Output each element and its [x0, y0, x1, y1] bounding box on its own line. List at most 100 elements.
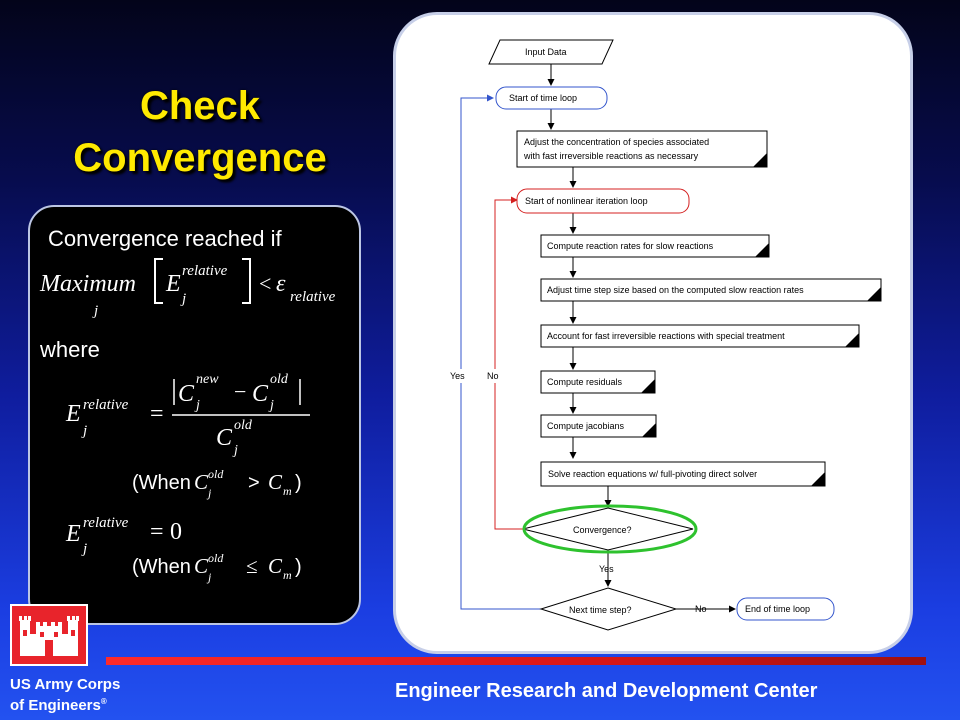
compute-jacobians-label: Compute jacobians	[547, 421, 625, 431]
convergence-criteria-panel: Convergence reached if Maximum j E relat…	[28, 205, 361, 625]
footer-red-bar	[106, 657, 926, 665]
end-time-loop-label: End of time loop	[745, 604, 810, 614]
start-iteration-loop-shape	[516, 188, 690, 214]
org-line-1: US Army Corps	[10, 676, 121, 693]
when-2-c-superscript: old	[208, 551, 224, 565]
e-symbol-1: E	[165, 271, 181, 297]
yes-left-label: Yes	[450, 371, 465, 381]
input-data-label: Input Data	[525, 47, 567, 57]
no-left-bg	[484, 369, 506, 383]
adjust-concentration-corner	[753, 153, 767, 167]
usace-castle-logo	[10, 604, 88, 666]
when-2-cm-subscript: m	[283, 568, 292, 582]
e-symbol-3: E	[65, 521, 81, 547]
less-than: <	[259, 271, 271, 296]
criteria-heading: Convergence reached if	[48, 226, 282, 251]
no-loop-line	[494, 196, 523, 530]
yes-below-label: Yes	[599, 564, 614, 574]
e1-superscript: relative	[182, 263, 228, 279]
solve-equations-label: Solve reaction equations w/ full-pivotin…	[548, 469, 757, 479]
epsilon: ε	[276, 271, 286, 297]
when-2-cm: C	[268, 554, 283, 578]
compute-residuals-label: Compute residuals	[547, 377, 623, 387]
erdc-footer-text: Engineer Research and Development Center	[395, 680, 818, 702]
end-time-loop-shape	[736, 597, 835, 621]
when-1-c-superscript: old	[208, 467, 224, 481]
equations-svg: Convergence reached if Maximum j E relat…	[39, 226, 336, 584]
when-2-open: (When	[132, 556, 191, 578]
compute-jacobians-corner	[642, 423, 656, 437]
input-data-shape	[488, 39, 614, 65]
slide-title: Check Convergence	[40, 80, 360, 184]
c-new-superscript: new	[196, 372, 219, 387]
registered-mark: ®	[100, 697, 107, 706]
title-line-1: Check	[139, 84, 261, 128]
no-left-label: No	[487, 371, 499, 381]
adjust-concentration-box	[516, 130, 768, 168]
yes-loop-line	[460, 94, 541, 610]
e1-subscript: j	[180, 291, 186, 307]
title-line-2: Convergence	[73, 136, 327, 180]
solve-equations-box	[540, 461, 826, 487]
left-bracket	[154, 258, 163, 304]
e3-superscript: relative	[83, 515, 129, 531]
compute-residuals-corner	[641, 379, 655, 393]
castle-icon	[19, 616, 79, 656]
when-1-close: )	[295, 472, 302, 494]
adjust-step-label: Adjust time step size based on the compu…	[547, 285, 804, 295]
c-old-top-superscript: old	[270, 372, 289, 387]
adjust-concentration-line1: Adjust the concentration of species asso…	[524, 137, 709, 147]
e3-subscript: j	[81, 541, 87, 557]
e2-superscript: relative	[83, 397, 129, 413]
usace-wordmark: US Army Corps of Engineers®	[10, 676, 120, 714]
convergence-highlight-ellipse	[522, 504, 698, 554]
start-time-loop-shape	[495, 86, 608, 110]
c-old-top: C	[252, 381, 269, 407]
next-step-label: Next time step?	[569, 605, 632, 615]
c-new-subscript: j	[194, 398, 200, 413]
next-step-diamond	[539, 587, 678, 631]
adjust-concentration-line2: with fast irreversible reactions as nece…	[523, 151, 699, 161]
greater-than: >	[248, 472, 260, 494]
right-bracket	[242, 258, 251, 304]
maximum-text: Maximum	[39, 271, 136, 297]
compute-rates-label: Compute reaction rates for slow reaction…	[547, 241, 714, 251]
e2-subscript: j	[81, 423, 87, 439]
equals-1: =	[150, 401, 164, 427]
start-iteration-loop-label: Start of nonlinear iteration loop	[525, 196, 648, 206]
adjust-step-corner	[867, 287, 881, 301]
start-time-loop-label: Start of time loop	[509, 93, 577, 103]
when-1-c-subscript: j	[206, 486, 212, 500]
convergence-diamond	[522, 507, 694, 551]
account-fast-label: Account for fast irreversible reactions …	[547, 331, 785, 341]
c-old-bottom-subscript: j	[232, 443, 238, 458]
yes-left-bg	[447, 369, 473, 383]
solve-equations-corner	[811, 472, 825, 486]
flowchart-svg: Input Data Start of time loop Adjust the…	[447, 39, 882, 631]
equals-2: =	[150, 519, 164, 545]
where-label: where	[39, 337, 100, 362]
when-2-c: C	[194, 554, 209, 578]
when-2-close: )	[295, 556, 302, 578]
zero: 0	[170, 519, 182, 545]
less-or-equal: ≤	[246, 554, 258, 578]
maximum-sub-j: j	[92, 303, 98, 319]
c-old-bottom-superscript: old	[234, 418, 253, 433]
when-2-c-subscript: j	[206, 570, 212, 584]
compute-rates-corner	[755, 243, 769, 257]
when-1-cm-subscript: m	[283, 484, 292, 498]
when-1-open: (When	[132, 472, 191, 494]
when-1-cm: C	[268, 470, 283, 494]
no-right-label: No	[695, 604, 707, 614]
e-symbol-2: E	[65, 401, 81, 427]
convergence-label: Convergence?	[573, 525, 632, 535]
flowchart-panel: Input Data Start of time loop Adjust the…	[393, 12, 913, 654]
when-1-c: C	[194, 470, 209, 494]
epsilon-subscript: relative	[290, 289, 336, 305]
c-new: C	[178, 381, 195, 407]
c-old-bottom: C	[216, 425, 233, 451]
c-old-top-subscript: j	[268, 398, 274, 413]
account-fast-corner	[845, 333, 859, 347]
minus-sign: −	[234, 379, 246, 404]
org-line-2: of Engineers	[10, 697, 101, 714]
